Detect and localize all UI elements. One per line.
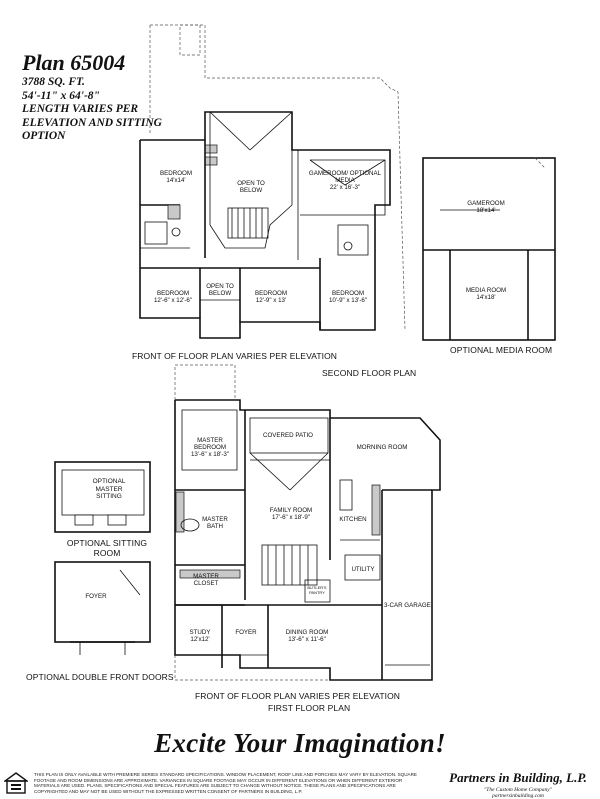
optional-media-plan bbox=[422, 157, 556, 341]
company-logo: Partners in Building, L.P. "The Custom H… bbox=[442, 770, 594, 799]
plan-meta: 3788 SQ. FT. 54'-11" x 64'-8" LENGTH VAR… bbox=[22, 76, 172, 144]
company-website: partnersinbuilding.com bbox=[492, 793, 544, 799]
room-label: OPEN TO BELOW bbox=[237, 180, 265, 195]
optional-media-caption: OPTIONAL MEDIA ROOM bbox=[450, 345, 553, 355]
room-label: 3-CAR GARAGE bbox=[384, 602, 431, 609]
optional-doors-caption: OPTIONAL DOUBLE FRONT DOORS bbox=[26, 672, 174, 682]
room-label: FOYER bbox=[235, 629, 257, 636]
disclaimer: THIS PLAN IS ONLY AVAILABLE WITH PREMIER… bbox=[34, 772, 417, 794]
first-floor-plan bbox=[174, 364, 441, 681]
room-label: BUTLER'S PANTRY bbox=[307, 585, 327, 595]
plan-title: Plan 65004 bbox=[22, 50, 126, 75]
room-label: COVERED PATIO bbox=[263, 432, 313, 439]
overall-dimensions: 54'-11" x 64'-8" bbox=[22, 89, 100, 102]
room-label: KITCHEN bbox=[339, 516, 367, 523]
optional-sitting-caption: OPTIONAL SITTING ROOM bbox=[66, 538, 148, 558]
second-floor-plan bbox=[139, 24, 406, 339]
square-footage: 3788 SQ. FT. bbox=[22, 76, 85, 88]
room-label: MASTER BATH bbox=[202, 516, 228, 531]
company-tagline: "The Custom Home Company" bbox=[483, 787, 553, 793]
first-floor-front-note: FRONT OF FLOOR PLAN VARIES PER ELEVATION bbox=[195, 691, 401, 701]
length-note: LENGTH VARIES PER ELEVATION AND SITTING … bbox=[22, 103, 162, 142]
optional-doors-plan bbox=[54, 561, 151, 655]
company-name: Partners in Building, L.P. bbox=[449, 770, 587, 785]
room-label: MASTER CLOSET bbox=[193, 573, 219, 588]
room-label: OPTIONAL MASTER SITTING bbox=[92, 478, 126, 500]
equal-housing-icon bbox=[4, 772, 28, 794]
second-floor-front-note: FRONT OF FLOOR PLAN VARIES PER ELEVATION bbox=[132, 351, 338, 361]
second-floor-caption: SECOND FLOOR PLAN bbox=[322, 368, 417, 378]
room-label: FOYER bbox=[85, 593, 107, 600]
first-floor-caption: FIRST FLOOR PLAN bbox=[268, 703, 351, 713]
room-label: MORNING ROOM bbox=[356, 444, 408, 451]
room-label: UTILITY bbox=[351, 566, 375, 573]
room-label: OPEN TO BELOW bbox=[206, 283, 234, 298]
slogan: Excite Your Imagination! bbox=[154, 728, 446, 758]
optional-sitting-plan bbox=[54, 461, 151, 533]
